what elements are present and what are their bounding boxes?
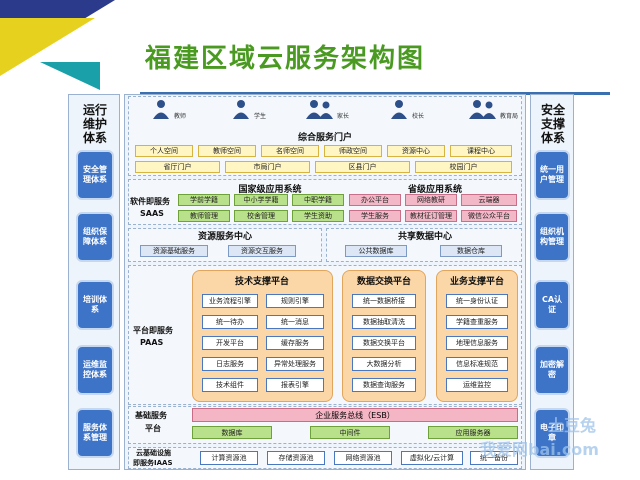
right-item-1: 组织机构管理 bbox=[534, 212, 570, 262]
watermark-line2: 我爱网bai.com bbox=[480, 440, 599, 459]
left-item-2: 培训体系 bbox=[76, 280, 114, 330]
tech-item: 统一待办 bbox=[202, 315, 258, 329]
iaas-label: 云基础设施 bbox=[136, 449, 171, 457]
national-app: 校舍管理 bbox=[234, 210, 288, 222]
role-education-bureau: 教育局 bbox=[468, 98, 518, 120]
people-group-icon bbox=[469, 100, 496, 119]
base-item: 中间件 bbox=[310, 426, 390, 439]
role-principal: 校长 bbox=[388, 98, 424, 120]
national-app: 学前学籍 bbox=[178, 194, 230, 206]
shared-data-item: 公共数据库 bbox=[345, 245, 407, 257]
portal-item: 区县门户 bbox=[315, 161, 410, 173]
tech-platform-title: 技术支撑平台 bbox=[234, 277, 289, 287]
tech-item: 日志服务 bbox=[202, 357, 258, 371]
exchange-item: 数据抽取清洗 bbox=[352, 315, 416, 329]
left-item-4: 服务体系管理 bbox=[76, 408, 114, 458]
resource-center-title: 资源服务中心 bbox=[197, 232, 252, 242]
business-item: 统一身份认证 bbox=[446, 294, 508, 308]
shared-data-title: 共享数据中心 bbox=[397, 232, 452, 242]
title-underline bbox=[140, 92, 610, 95]
portal-item: 省厅门户 bbox=[135, 161, 220, 173]
right-item-2: CA认证 bbox=[534, 280, 570, 330]
national-app: 学生资助 bbox=[292, 210, 344, 222]
esb-bus: 企业服务总线（ESB） bbox=[192, 408, 518, 422]
role-teacher: 教师 bbox=[150, 98, 186, 120]
national-systems-title: 国家级应用系统 bbox=[238, 185, 302, 195]
exchange-item: 大数据分析 bbox=[352, 357, 416, 371]
business-item: 地理信息服务 bbox=[446, 336, 508, 350]
paas-label: 平台即服务 bbox=[133, 326, 173, 335]
business-item: 信息标准规范 bbox=[446, 357, 508, 371]
iaas-item: 计算资源池 bbox=[200, 451, 258, 465]
provincial-systems-title: 省级应用系统 bbox=[407, 185, 462, 195]
provincial-app: 网络教研 bbox=[405, 194, 457, 206]
provincial-app: 云端器 bbox=[461, 194, 517, 206]
resource-item: 资源交互服务 bbox=[228, 245, 296, 257]
portal-item: 名师空间 bbox=[261, 145, 319, 157]
right-item-0: 统一用户管理 bbox=[534, 150, 570, 200]
left-item-0: 安全管理体系 bbox=[76, 150, 114, 200]
base-service-label: 基础服务 bbox=[135, 411, 167, 420]
provincial-app: 微信公众平台 bbox=[461, 210, 517, 222]
saas-label: 软件即服务 bbox=[130, 197, 170, 206]
left-side-title: 运行维护体系 bbox=[82, 103, 107, 145]
corner-decoration-teal bbox=[40, 62, 100, 90]
person-icon bbox=[391, 100, 407, 119]
exchange-platform-title: 数据交换平台 bbox=[356, 277, 411, 287]
iaas-item: 虚拟化/云计算 bbox=[401, 451, 463, 465]
business-item: 运维监控 bbox=[446, 378, 508, 392]
right-item-3: 加密解密 bbox=[534, 345, 570, 395]
portal-item: 资源中心 bbox=[387, 145, 445, 157]
provincial-app: 学生服务 bbox=[349, 210, 401, 222]
tech-item: 报表引擎 bbox=[266, 378, 324, 392]
tech-item: 缓存服务 bbox=[266, 336, 324, 350]
portal-item: 市局门户 bbox=[225, 161, 310, 173]
saas-label-en: SAAS bbox=[140, 209, 164, 218]
base-item: 应用服务器 bbox=[428, 426, 518, 439]
base-service-label-2: 平台 bbox=[145, 424, 161, 433]
portal-item: 师政空间 bbox=[324, 145, 382, 157]
iaas-label-en: 即服务IAAS bbox=[133, 459, 173, 467]
national-app: 中职学籍 bbox=[292, 194, 344, 206]
provincial-app: 办公平台 bbox=[349, 194, 401, 206]
national-app: 中小学学籍 bbox=[234, 194, 288, 206]
left-item-1: 组织保障体系 bbox=[76, 212, 114, 262]
shared-data-item: 数据仓库 bbox=[440, 245, 502, 257]
tech-item: 统一消息 bbox=[266, 315, 324, 329]
business-item: 学籍查重服务 bbox=[446, 315, 508, 329]
right-side-title: 安全支撑体系 bbox=[540, 103, 565, 145]
exchange-item: 数据交换平台 bbox=[352, 336, 416, 350]
paas-label-en: PAAS bbox=[140, 338, 164, 347]
portal-item: 个人空间 bbox=[135, 145, 193, 157]
tech-item: 开发平台 bbox=[202, 336, 258, 350]
portal-item: 校园门户 bbox=[415, 161, 512, 173]
tech-item: 异常处理服务 bbox=[266, 357, 324, 371]
resource-item: 资源基础服务 bbox=[140, 245, 208, 257]
tech-item: 业务流程引擎 bbox=[202, 294, 258, 308]
role-parent: 家长 bbox=[305, 98, 349, 120]
left-item-3: 运维监控体系 bbox=[76, 345, 114, 395]
iaas-item: 统一备份 bbox=[470, 451, 518, 465]
watermark-line1: 土豆兔 bbox=[548, 416, 597, 435]
tech-item: 技术组件 bbox=[202, 378, 258, 392]
tech-item: 规则引擎 bbox=[266, 294, 324, 308]
exchange-item: 统一数据桥接 bbox=[352, 294, 416, 308]
page-title: 福建区域云服务架构图 bbox=[145, 44, 426, 74]
base-item: 数据库 bbox=[192, 426, 272, 439]
portal-item: 课程中心 bbox=[450, 145, 512, 157]
portal-item: 教师空间 bbox=[198, 145, 256, 157]
portal-title: 综合服务门户 bbox=[297, 133, 352, 143]
exchange-item: 数据查询服务 bbox=[352, 378, 416, 392]
person-icon bbox=[153, 100, 169, 119]
national-app: 教师管理 bbox=[178, 210, 230, 222]
business-platform-title: 业务支撑平台 bbox=[449, 277, 504, 287]
role-student: 学生 bbox=[230, 98, 266, 120]
iaas-item: 存储资源池 bbox=[267, 451, 325, 465]
person-icon bbox=[233, 100, 249, 119]
people-group-icon bbox=[306, 100, 333, 119]
provincial-app: 教材征订管理 bbox=[405, 210, 457, 222]
iaas-item: 网络资源池 bbox=[334, 451, 392, 465]
right-item-4: 电子印章 bbox=[534, 408, 570, 458]
